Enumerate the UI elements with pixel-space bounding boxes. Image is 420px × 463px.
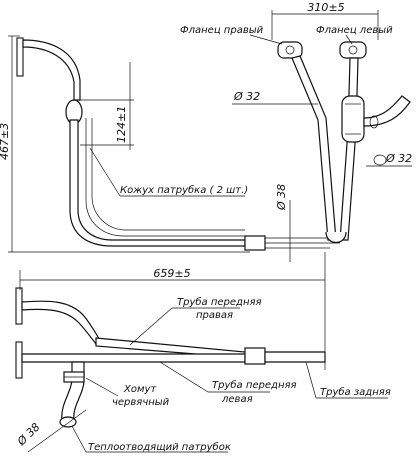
flange-left-shape	[339, 41, 367, 59]
flange-right-label: Фланец правый	[180, 25, 264, 36]
plan-pipe-upper-bend	[21, 300, 101, 345]
dim-height: 467±3	[0, 35, 250, 253]
coupling-front	[244, 235, 266, 251]
dim-d38-bottom: Ø 38	[14, 409, 87, 453]
dim-d32-right: Ø 32	[366, 152, 412, 167]
pipe-front-left-label-2: левая	[221, 394, 253, 405]
plan-flange-lower	[15, 341, 23, 379]
clamp-label-1: Хомут	[123, 384, 157, 395]
vertical-pipe	[69, 119, 246, 247]
dim-d32-right-text: Ø 32	[385, 152, 412, 165]
plan-pipe-rear	[264, 351, 326, 363]
flange-front	[16, 37, 24, 77]
dim-span-text: 310±5	[307, 1, 344, 14]
plan-flange-upper	[15, 287, 23, 325]
plan-heat-pipe	[61, 361, 85, 421]
inner-pipe	[85, 118, 245, 237]
ring-d32	[373, 154, 387, 166]
inner-pipe-2	[91, 118, 245, 231]
flange-right-shape	[277, 41, 303, 59]
plan-coupling	[244, 347, 266, 365]
dim-d32-left: Ø 32	[232, 90, 318, 105]
pipe-right-side	[291, 55, 337, 241]
dim-collar-text: 124±1	[115, 106, 128, 143]
casing-callout: Кожух патрубка ( 2 шт.)	[89, 147, 248, 197]
dim-d38-top-text: Ø 38	[275, 184, 288, 211]
plan-view	[15, 287, 326, 428]
dim-length: 659±5	[19, 252, 326, 370]
pipe-front-left-label-1: Труба передняя	[212, 379, 297, 391]
front-view	[16, 37, 340, 251]
catalyst	[341, 95, 365, 143]
pipe-rear-label: Труба задняя	[320, 386, 391, 398]
casing-label: Кожух патрубка ( 2 шт.)	[120, 184, 248, 196]
dim-d32-left-text: Ø 32	[233, 90, 260, 103]
clamp-label-2: червячный	[112, 397, 170, 408]
plan-pipe-front-left	[21, 353, 246, 363]
bottom-joint	[325, 231, 347, 244]
heat-pipe-side	[363, 95, 411, 127]
pipe-front-right-label-2: правая	[196, 310, 233, 321]
flange-left-label: Фланец левый	[316, 25, 393, 36]
side-view	[277, 41, 411, 244]
dim-flange-span: 310±5	[271, 1, 379, 40]
upper-bend	[22, 39, 81, 101]
heat-pipe-end	[59, 416, 77, 428]
dim-height-text: 467±3	[0, 123, 11, 160]
heat-pipe-label: Теплоотводящий патрубок	[88, 441, 231, 453]
pipe-front-right-label-1: Труба передняя	[177, 296, 262, 308]
dim-diameter-38-top: Ø 38	[275, 184, 291, 262]
pipe-left-side	[339, 57, 359, 241]
dim-length-text: 659±5	[153, 267, 190, 280]
dim-collar: 124±1	[80, 62, 134, 150]
